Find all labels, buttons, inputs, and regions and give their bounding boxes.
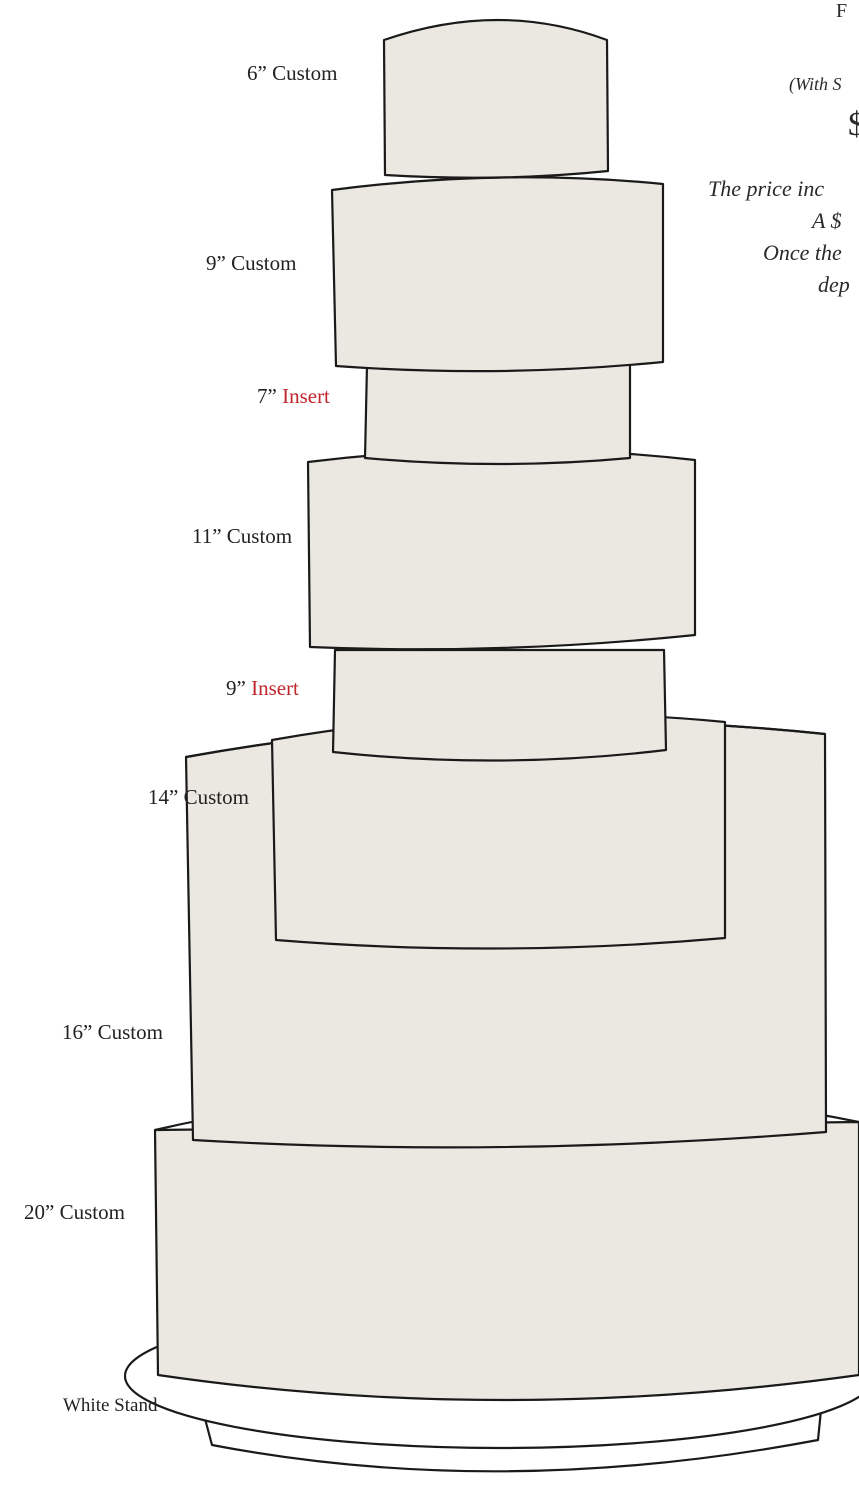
insert-7-body [365,360,630,464]
tier-label-11: 11” Custom [192,524,292,549]
tier-label-6: 6” Custom [247,61,337,86]
tier-label-16: 16” Custom [62,1020,163,1045]
tier-20-body [155,1122,859,1400]
info-line-1: F [836,0,847,23]
tier-label-9: 9” Custom [206,251,296,276]
info-note-1: The price inc [708,176,824,202]
tier-label-20: 20” Custom [24,1200,125,1225]
info-line-2: (With S [789,74,842,95]
tier-11-body [308,449,695,649]
price: $ [848,106,859,144]
tier-6-body [384,20,608,178]
insert-label-7: 7” Insert [257,384,330,409]
insert-9-body [333,650,666,761]
tier-9-body [332,177,663,371]
info-note-2: A $ [812,208,842,234]
insert-label-9: 9” Insert [226,676,299,701]
info-note-4: dep [818,272,850,298]
tier-label-14: 14” Custom [148,785,249,810]
stand-label: White Stand [63,1395,157,1417]
info-note-3: Once the [763,240,842,266]
